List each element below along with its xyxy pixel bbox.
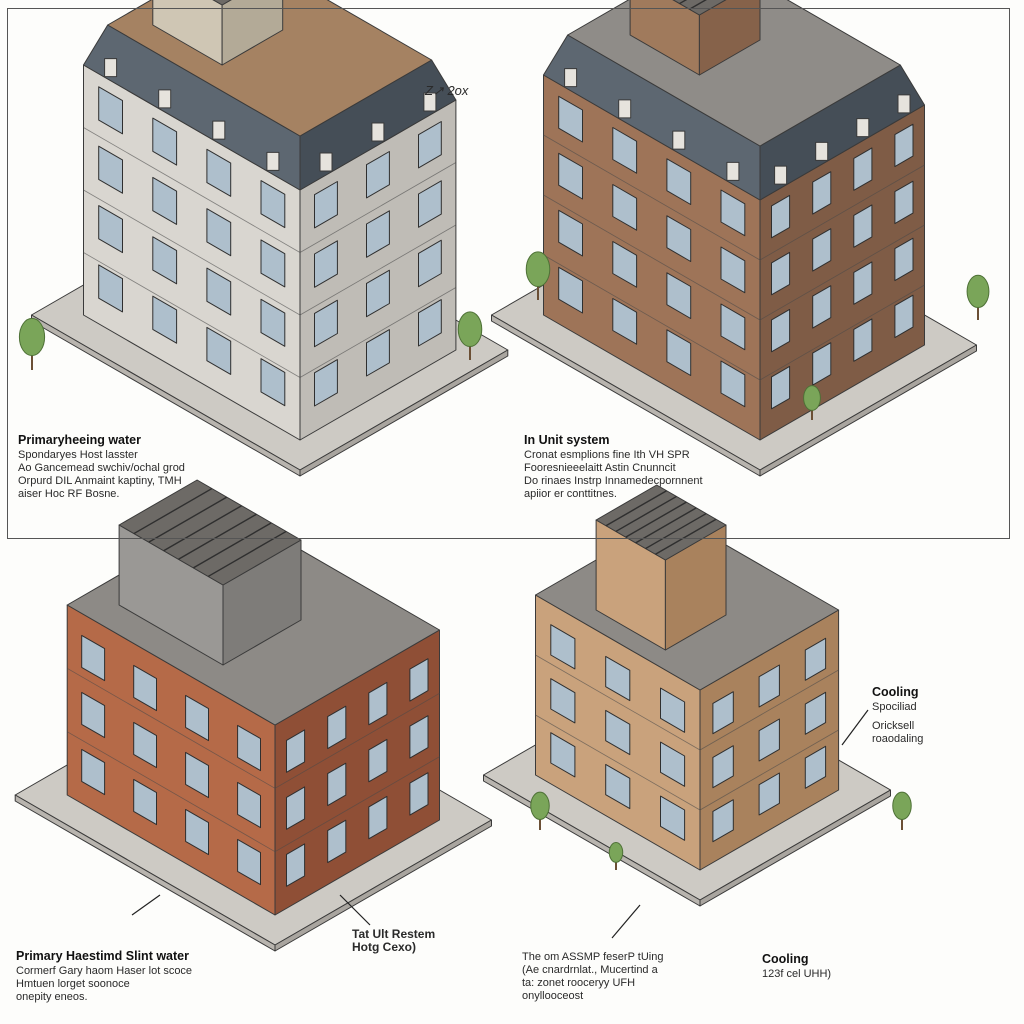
- callout-title: Cooling: [872, 686, 923, 699]
- tree-icon: [893, 792, 911, 819]
- caption-line: apiior er conttitnes.: [524, 488, 703, 501]
- caption-line: ta: zonet rooceryy UFH: [522, 977, 663, 990]
- caption-line: aiser Hoc RF Bosne.: [18, 488, 185, 501]
- callout-title: Cooling: [762, 953, 831, 966]
- caption-bottom-left: Primary Haestimd Slint water Cormerf Gar…: [16, 950, 192, 1004]
- caption-line: onyllooceost: [522, 990, 663, 1003]
- callout-line: roaodaling: [872, 733, 923, 746]
- caption-line: Cormerf Gary haom Haser lot scoce: [16, 965, 192, 978]
- building-bottom-left: [15, 480, 491, 951]
- caption-line: Ao Gancemead swchiv/ochal grod: [18, 462, 185, 475]
- caption-line: (Ae cnardrnlat., Mucertind a: [522, 964, 663, 977]
- tree-icon: [531, 792, 549, 819]
- callout-line: Spociliad: [872, 701, 923, 714]
- callout-line: Oricksell: [872, 720, 923, 733]
- tree-icon: [609, 842, 622, 862]
- caption-line: Cronat esmplions fine Ith VH SPR: [524, 449, 703, 462]
- caption-line: Spondaryes Host lasster: [18, 449, 185, 462]
- callout-line: Hotg Cexo): [352, 941, 435, 954]
- caption-title: Primary Haestimd Slint water: [16, 950, 192, 963]
- callout-line: 123f cel UHH): [762, 968, 831, 981]
- callout-leader-line: [612, 905, 640, 938]
- caption-line: Fooresnieeelaitt Astin Cnunncit: [524, 462, 703, 475]
- building-bottom-right: [484, 485, 912, 906]
- caption-bottom-right: The om ASSMP feserP tUing (Ae cnardrnlat…: [522, 951, 663, 1003]
- callout-cooling-top: Cooling Spociliad Oricksell roaodaling: [872, 686, 923, 746]
- caption-top-right: In Unit system Cronat esmplions fine Ith…: [524, 434, 703, 501]
- caption-line: The om ASSMP feserP tUing: [522, 951, 663, 964]
- caption-top-left: Primaryheeing water Spondaryes Host lass…: [18, 434, 185, 501]
- callout-leader-line: [842, 710, 868, 745]
- callout-leader-line: [132, 895, 160, 915]
- callout-bottom-left: Tat Ult Restem Hotg Cexo): [352, 928, 435, 954]
- caption-line: Orpurd DIL Anmaint kaptiny, TMH: [18, 475, 185, 488]
- callout-cooling-bottom: Cooling 123f cel UHH): [762, 953, 831, 981]
- caption-line: Hmtuen lorget soonoce: [16, 978, 192, 991]
- caption-title: Primaryheeing water: [18, 434, 185, 447]
- caption-line: onepity eneos.: [16, 991, 192, 1004]
- sketch-note: Z↗ 2ox: [425, 84, 468, 97]
- caption-title: In Unit system: [524, 434, 703, 447]
- caption-line: Do rinaes Instrp Innamedecpornnent: [524, 475, 703, 488]
